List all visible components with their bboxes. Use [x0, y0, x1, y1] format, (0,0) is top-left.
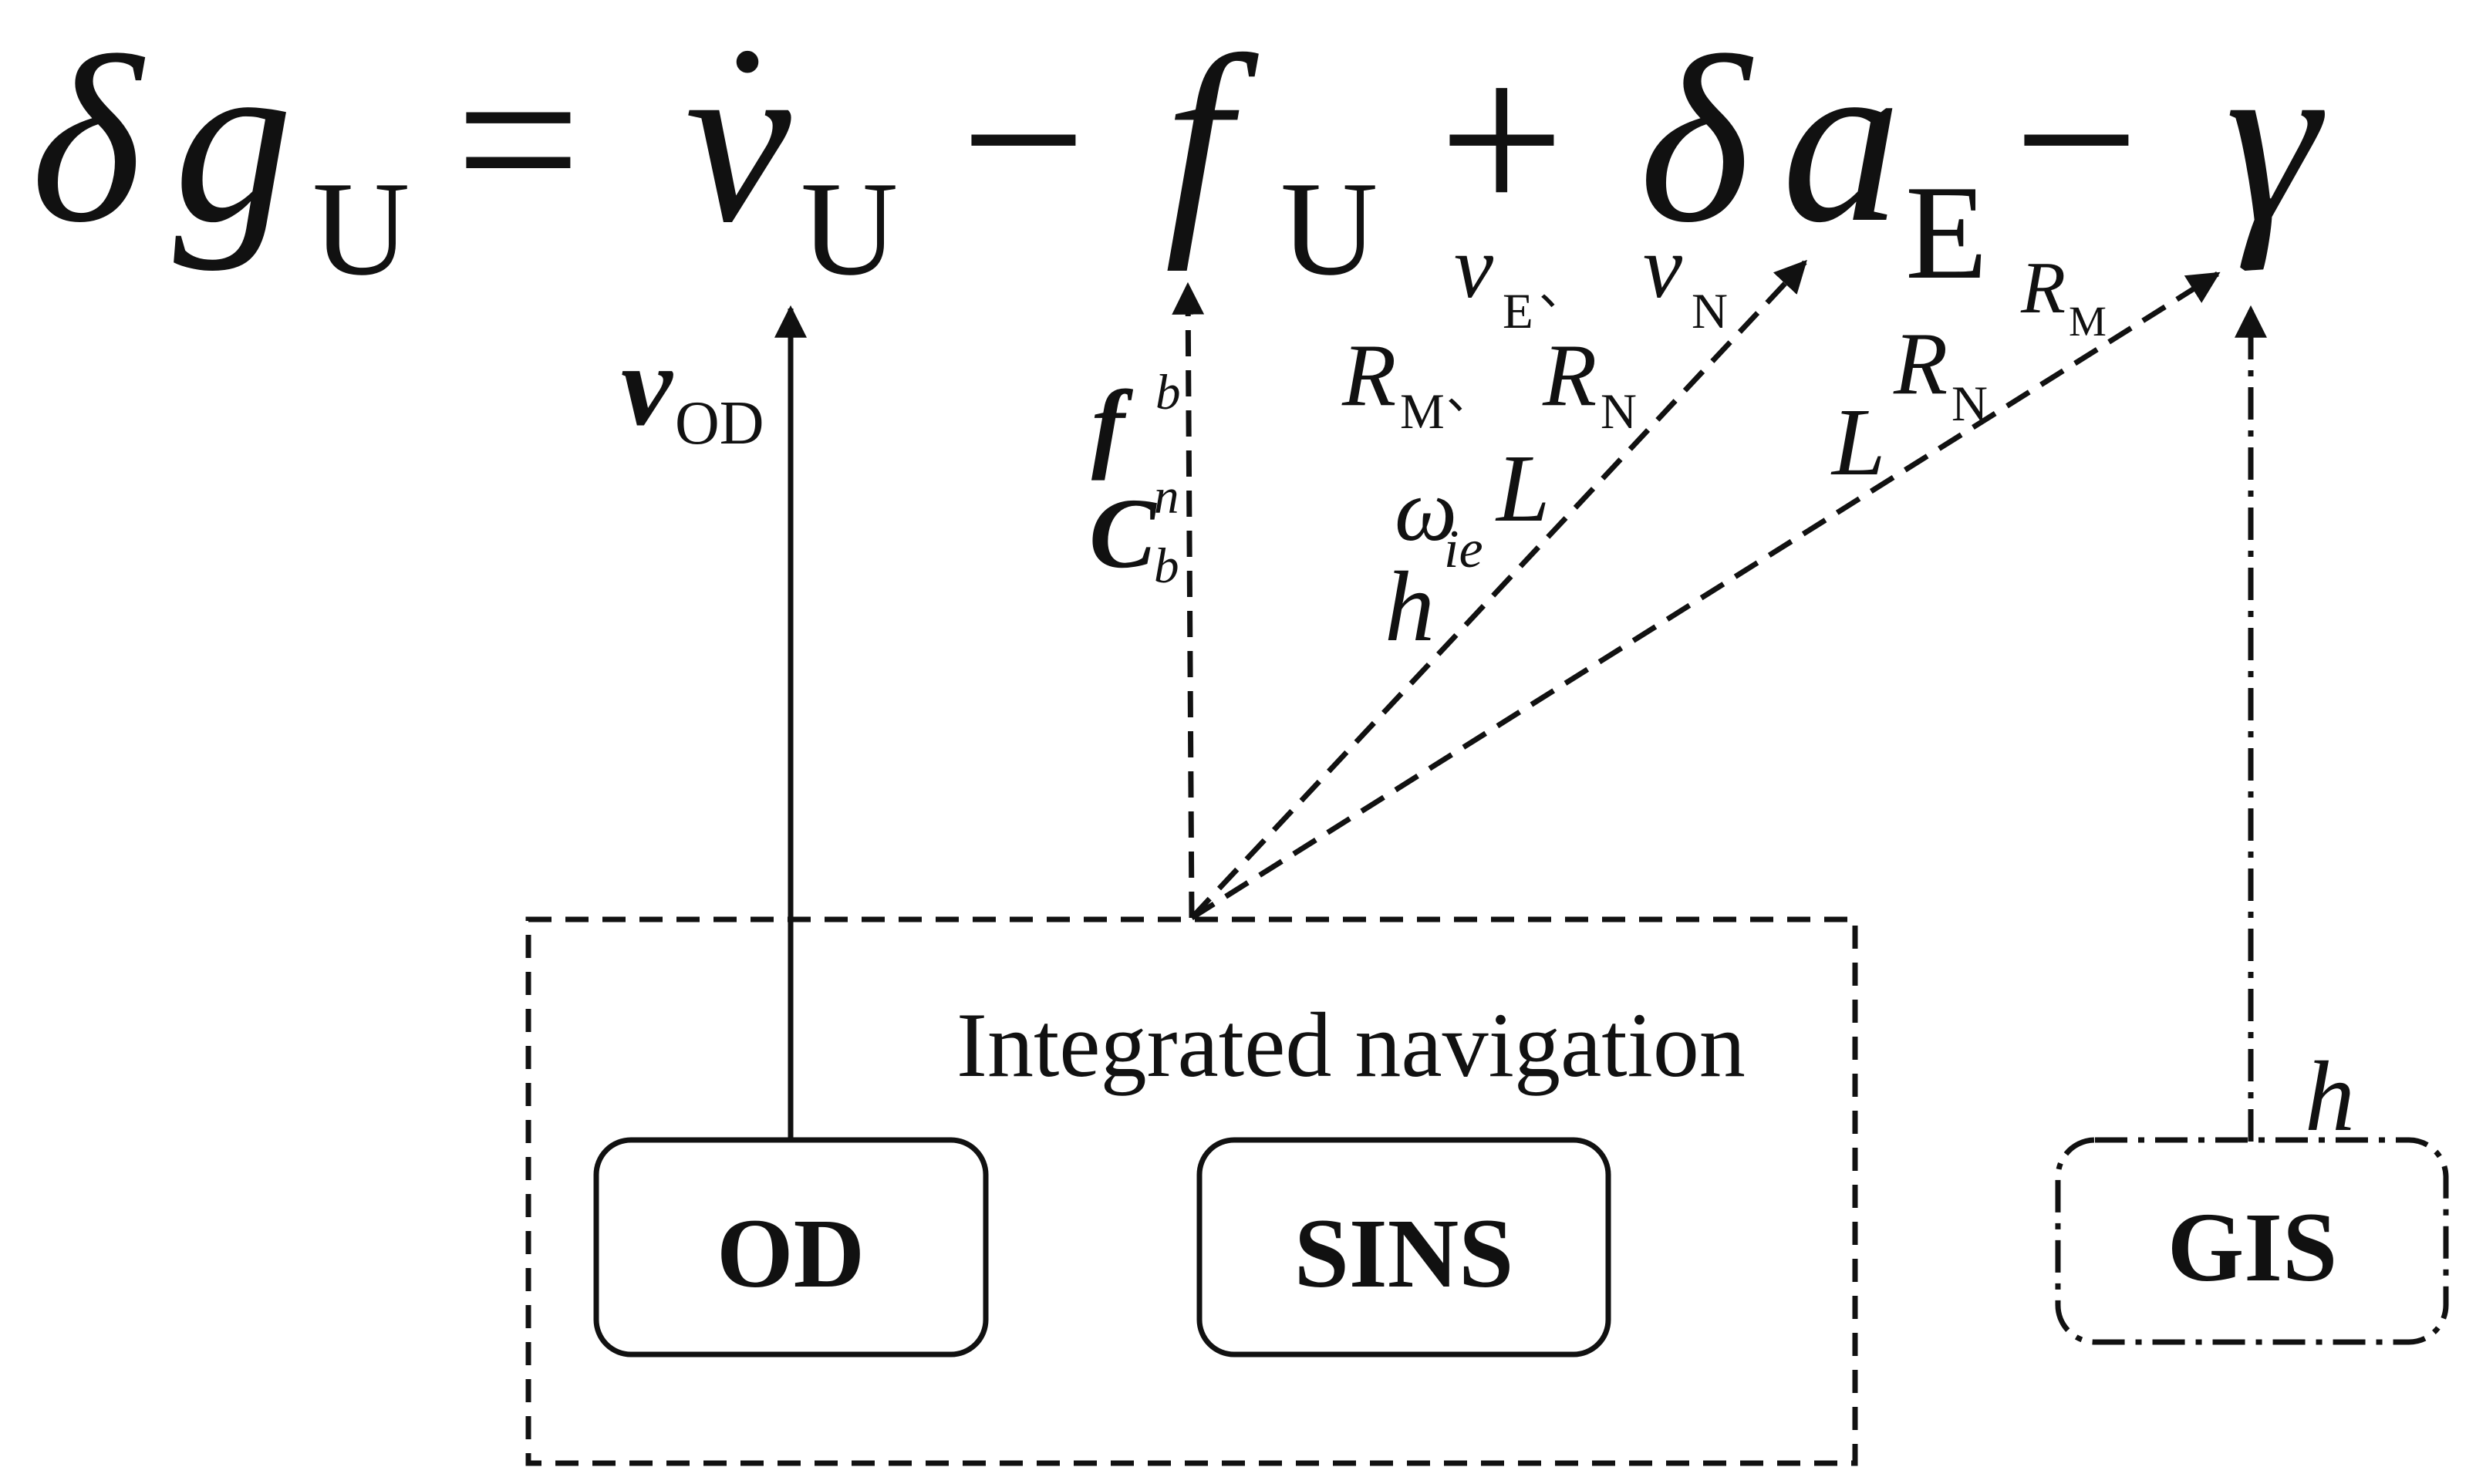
eq-plus: + [1439, 15, 1565, 263]
eq-a-sub-e: E [1905, 157, 1988, 307]
label-r-n-1: R [1542, 326, 1597, 424]
arrows [774, 259, 2267, 1142]
gis-box [2055, 1137, 2449, 1345]
eq-equals: = [455, 15, 582, 263]
arrow-ins-to-delta-ae [1189, 259, 1807, 920]
arrow-ins-to-gamma [1190, 272, 2221, 920]
label-v-n-sub: N [1692, 284, 1728, 339]
label-r-m-2-sub: M [2069, 298, 2107, 345]
eq-minus-2: − [2013, 15, 2140, 263]
label-v-e-sub: E [1503, 284, 1533, 339]
label-c-bn-sup: n [1154, 469, 1179, 524]
label-h-1: h [1385, 551, 1435, 663]
eq-v-dot: • [731, 10, 764, 113]
eq-delta-1: δ [31, 8, 147, 272]
eq-v-sub-u: U [801, 153, 898, 303]
label-sep-2: 、 [1446, 368, 1493, 419]
eq-gamma: γ [2225, 8, 2326, 272]
label-v-e: v [1454, 218, 1494, 316]
label-r-n-2-sub: N [1951, 376, 1988, 432]
eq-g-sub-u: U [312, 153, 410, 303]
eq-f-sub-u: U [1280, 153, 1378, 303]
label-l-2: L [1830, 390, 1886, 496]
box-labels: Integrated navigation OD SINS GIS [717, 993, 2337, 1308]
gis-label: GIS [2167, 1192, 2338, 1302]
label-h-gis: h [2305, 1041, 2355, 1152]
od-label: OD [717, 1199, 865, 1308]
label-r-m-2: R [2020, 247, 2066, 329]
arrow-ins-to-fu [1172, 282, 1205, 919]
label-v-n: v [1643, 218, 1683, 316]
eq-g: g [174, 8, 293, 272]
eq-a: a [1782, 8, 1901, 272]
equation: δ g U = • v U − f U + δ a E − γ [31, 8, 2326, 307]
label-r-n-2: R [1893, 315, 1948, 413]
od-box [593, 1137, 989, 1358]
arrow-labels: v OD f b C n b v E 、 v N R M 、 R N L ω i… [621, 218, 2355, 1152]
label-omega-ie-sub: ie [1444, 520, 1483, 579]
label-r-m-1: R [1341, 326, 1396, 424]
label-r-n-1-sub: N [1601, 384, 1637, 440]
integrated-navigation-box [525, 916, 1858, 1466]
integrated-navigation-label: Integrated navigation [956, 993, 1746, 1096]
label-omega-ie: ω [1395, 461, 1457, 559]
label-c-bn: C [1089, 478, 1157, 589]
sins-box [1196, 1137, 1611, 1358]
label-v-od: v [621, 322, 673, 450]
eq-delta-2: δ [1639, 8, 1755, 272]
label-v-od-sub: OD [675, 390, 764, 457]
label-r-m-1-sub: M [1400, 384, 1445, 440]
sins-label: SINS [1294, 1199, 1514, 1308]
label-c-bn-sub: b [1154, 538, 1179, 594]
label-f-b: f [1091, 370, 1134, 481]
eq-v: v [685, 8, 793, 272]
boxes [525, 916, 2449, 1466]
eq-f: f [1165, 8, 1262, 272]
eq-minus-1: − [960, 15, 1087, 263]
label-sep-1: 、 [1539, 264, 1585, 315]
label-f-b-sup: b [1155, 365, 1181, 420]
label-l-1: L [1495, 436, 1550, 542]
